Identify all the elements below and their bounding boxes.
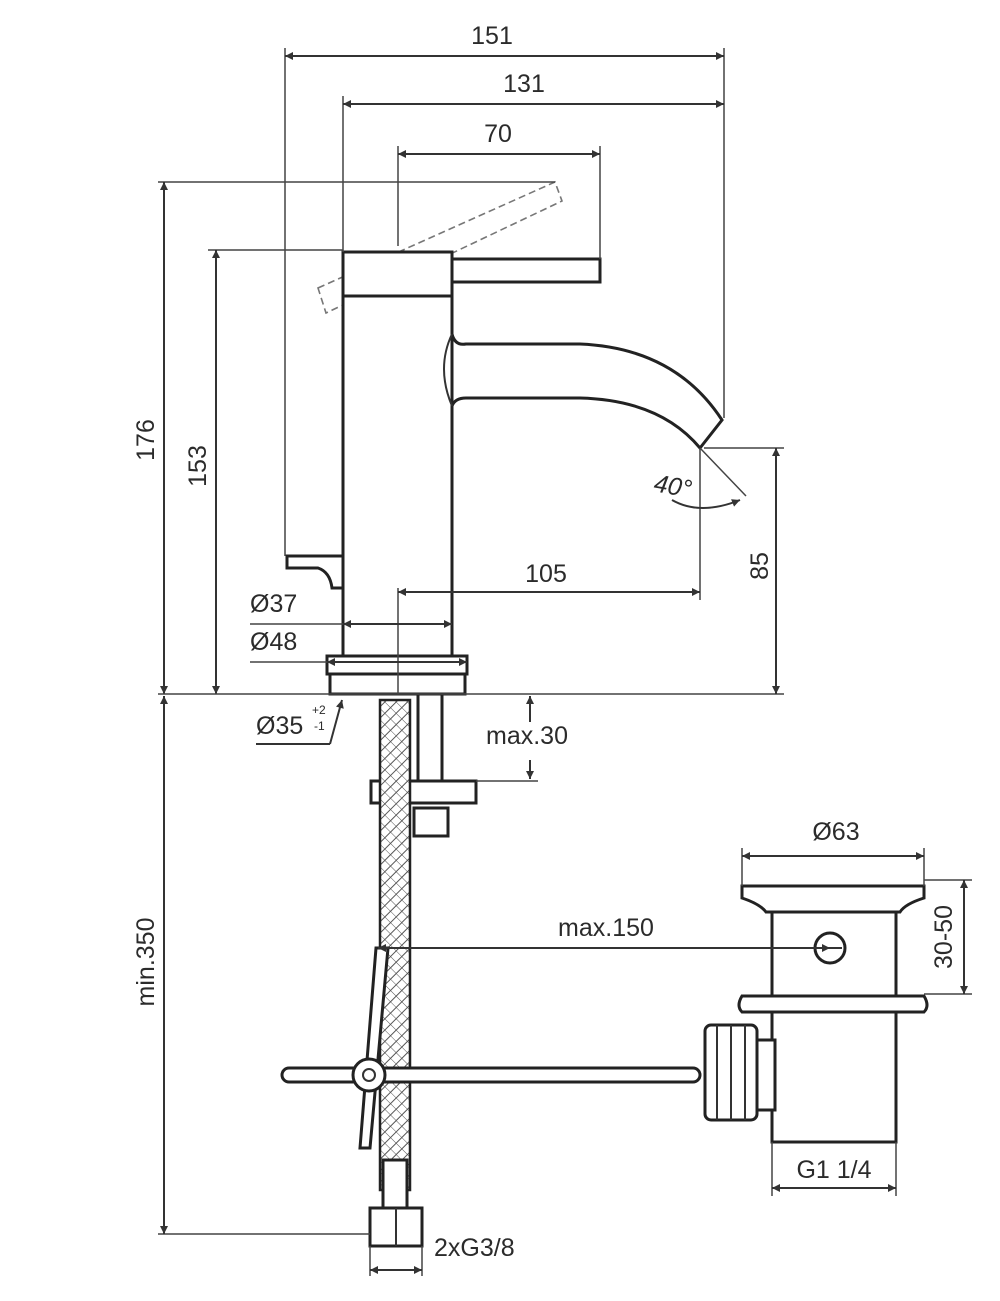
waste-nut <box>755 1038 777 1112</box>
dim-d63: Ø63 <box>812 818 859 846</box>
dim-d35-plus: +2 <box>312 703 326 717</box>
dim-max150: max.150 <box>558 914 654 942</box>
fixing-nut <box>412 806 450 838</box>
waste-cap <box>740 884 926 914</box>
rod-clamp-screw <box>362 1068 376 1082</box>
dim-153: 153 <box>184 445 212 487</box>
leader-d35-diag <box>329 699 344 745</box>
dim-g1-1-4: G1 1/4 <box>796 1156 871 1184</box>
waste-group <box>703 884 929 1144</box>
faucet-body-group <box>285 180 724 696</box>
rod-clamp <box>351 1057 387 1093</box>
dimension-lines <box>158 48 972 1276</box>
dim-d37: Ø37 <box>250 590 297 618</box>
flexible-hose <box>378 698 412 1192</box>
lever-ghost <box>317 180 564 315</box>
dim-max30: max.30 <box>486 722 568 750</box>
lever-head <box>341 250 454 298</box>
dim-131: 131 <box>503 70 545 98</box>
dimension-labels: 151 131 70 176 153 85 105 40° Ø37 Ø48 Ø3… <box>132 22 958 1262</box>
faucet-base <box>325 654 469 676</box>
dim-d35: Ø35 <box>256 712 303 740</box>
dim-d35-minus: -1 <box>314 719 325 733</box>
pop-up-knob <box>285 554 345 590</box>
spout-joint <box>443 333 453 407</box>
ext-40-angle <box>699 447 747 497</box>
dim-85: 85 <box>746 552 774 580</box>
hose-fitting-body <box>381 1158 409 1212</box>
dim-arc-40 <box>671 499 741 509</box>
dim-min350: min.350 <box>132 918 160 1007</box>
waste-flange <box>737 994 929 1014</box>
dim-151: 151 <box>471 22 513 50</box>
waste-tail <box>770 1010 898 1144</box>
dim-70: 70 <box>484 120 512 148</box>
dim-40-angle: 40° <box>652 469 694 503</box>
dim-176: 176 <box>132 419 160 461</box>
drain-rod <box>280 1066 702 1084</box>
lever-handle <box>450 257 602 284</box>
mounting-stud <box>416 692 444 786</box>
spout <box>450 333 724 451</box>
dim-2xg3-8: 2xG3/8 <box>434 1234 515 1262</box>
dim-105: 105 <box>525 560 567 588</box>
dim-30-50: 30-50 <box>930 905 958 969</box>
below-deck-group <box>280 692 702 1248</box>
dim-d48: Ø48 <box>250 628 297 656</box>
